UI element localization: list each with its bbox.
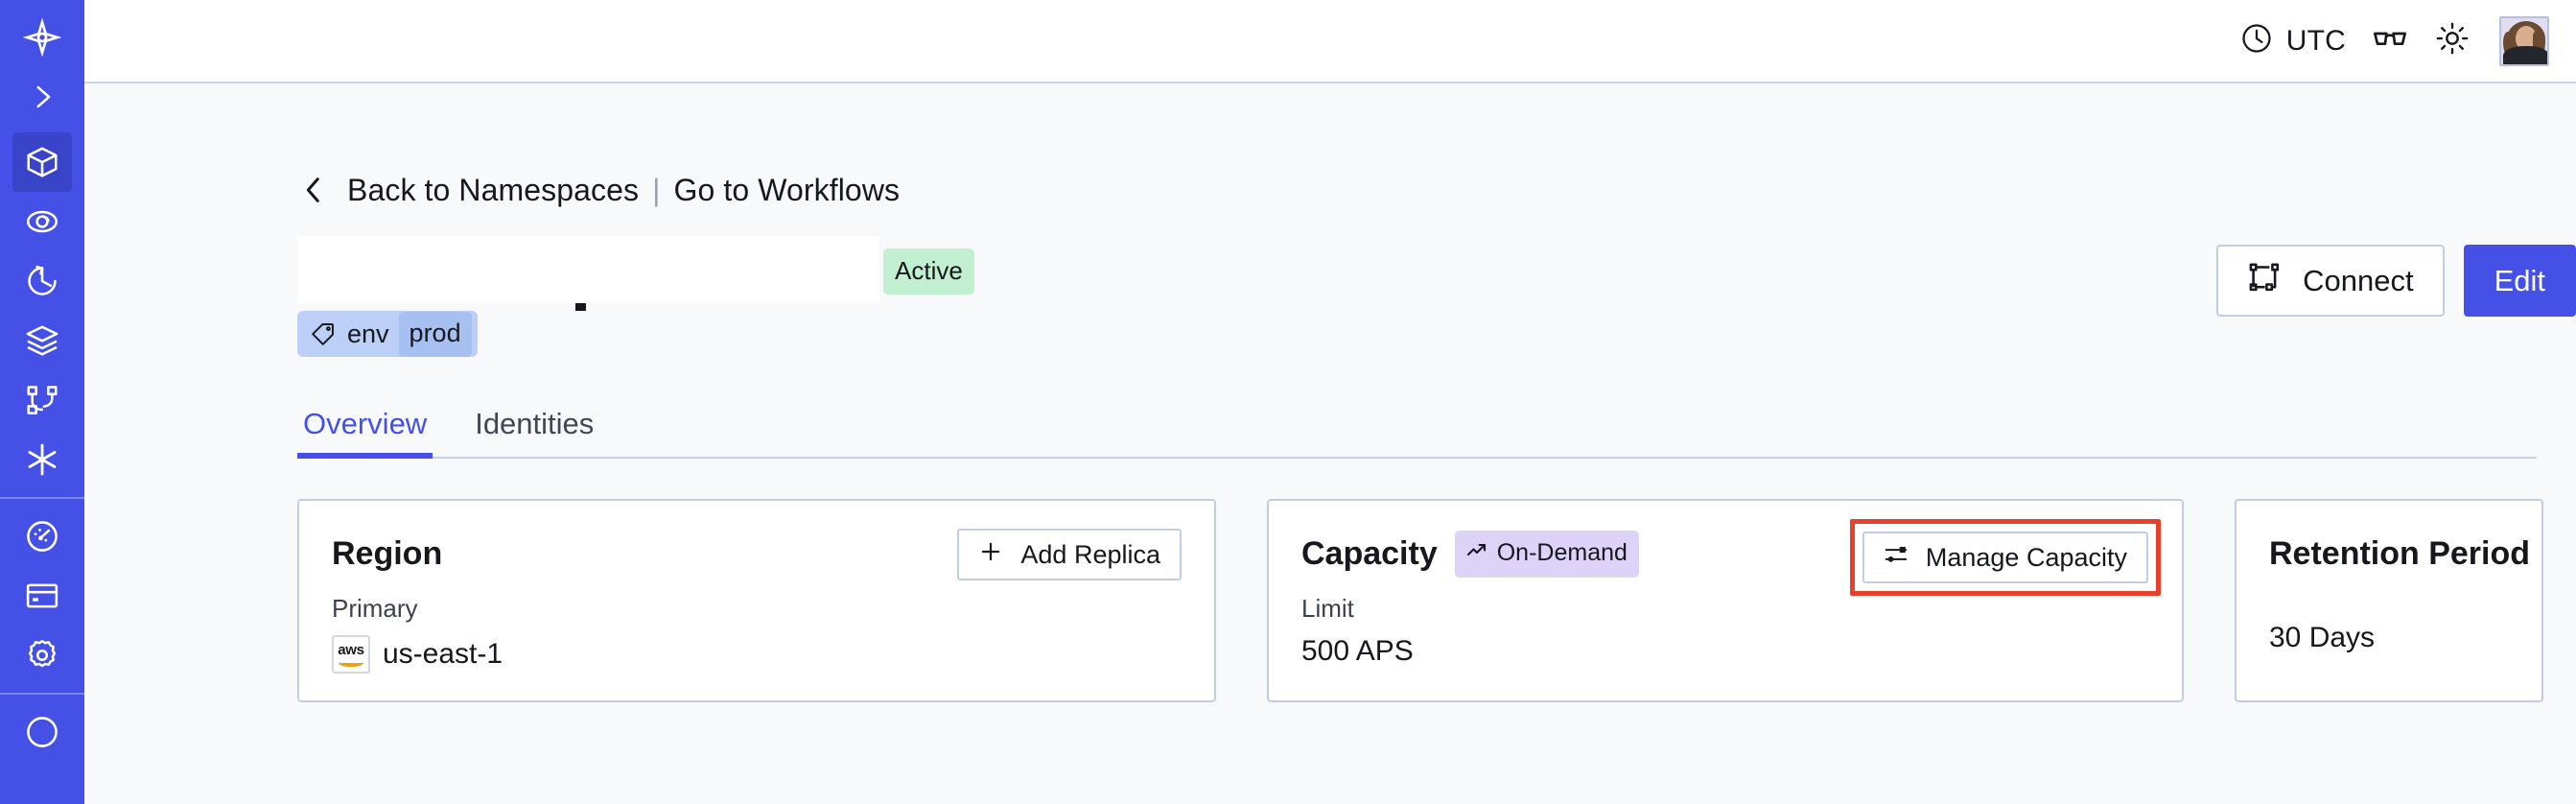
connect-button-label: Connect xyxy=(2303,263,2414,297)
connect-button[interactable]: Connect xyxy=(2216,245,2445,317)
main-area: UTC xyxy=(84,0,2576,804)
cube-icon xyxy=(24,144,60,180)
breadcrumb-back-link[interactable]: Back to Namespaces xyxy=(347,172,640,207)
region-card-header: Region xyxy=(332,530,1182,578)
aws-logo-icon: aws xyxy=(332,635,370,674)
region-card-title: Region xyxy=(332,534,443,572)
sidebar-item-observability[interactable] xyxy=(12,192,72,251)
edit-button-label: Edit xyxy=(2494,263,2545,297)
page-title xyxy=(297,236,879,303)
sidebar-item-stack[interactable] xyxy=(12,311,72,370)
sliders-icon xyxy=(1884,542,1909,574)
sidebar-item-schedules[interactable] xyxy=(12,251,72,311)
credit-card-icon xyxy=(24,578,60,614)
sidebar-item-billing[interactable] xyxy=(12,566,72,626)
capacity-card: Capacity On-Demand xyxy=(1267,499,2184,702)
tab-identities[interactable]: Identities xyxy=(469,407,599,459)
retention-card-header: Retention Period xyxy=(2269,530,2530,578)
sidebar-item-nexus[interactable] xyxy=(12,430,72,489)
sidebar-divider-1 xyxy=(0,497,84,499)
tab-identities-label: Identities xyxy=(475,407,595,440)
capacity-mode-label: On-Demand xyxy=(1496,538,1628,566)
tab-bar-rule xyxy=(297,457,2537,459)
sidebar-item-namespaces[interactable] xyxy=(12,132,72,192)
region-value-row: aws us-east-1 xyxy=(332,635,1182,674)
accessibility-button[interactable] xyxy=(2371,15,2409,67)
sidebar-item-usage[interactable] xyxy=(12,507,72,566)
avatar-body xyxy=(2503,45,2547,64)
eye-icon xyxy=(24,203,60,240)
sidebar-item-expand[interactable] xyxy=(12,67,72,127)
namespace-tags: env prod xyxy=(297,311,2576,357)
capacity-mode-badge: On-Demand xyxy=(1454,530,1639,578)
clock-rewind-icon xyxy=(24,263,60,299)
sidebar-item-logo[interactable] xyxy=(12,8,72,67)
tab-overview[interactable]: Overview xyxy=(297,407,433,459)
tab-overview-label: Overview xyxy=(303,407,428,440)
clock-icon xyxy=(2239,21,2274,60)
capacity-sublabel: Limit xyxy=(1301,594,1354,623)
manage-capacity-highlight: Manage Capacity xyxy=(1849,519,2161,596)
breadcrumb-separator: | xyxy=(652,172,661,207)
timezone-label: UTC xyxy=(2285,24,2346,57)
sun-icon xyxy=(2434,20,2471,61)
retention-card: Retention Period 30 Days xyxy=(2235,499,2543,702)
chevron-left-icon[interactable] xyxy=(297,174,330,206)
redaction-mark xyxy=(575,303,586,311)
region-sublabel: Primary xyxy=(332,594,418,623)
capacity-card-header: Capacity On-Demand xyxy=(1301,530,2149,578)
theme-toggle-button[interactable] xyxy=(2434,15,2471,67)
add-replica-label: Add Replica xyxy=(1020,539,1160,569)
tag-env[interactable]: env prod xyxy=(297,311,478,357)
tag-value: prod xyxy=(398,311,472,357)
chevron-right-icon xyxy=(26,81,59,113)
tag-icon xyxy=(311,321,336,346)
region-value: us-east-1 xyxy=(383,638,503,670)
edit-button[interactable]: Edit xyxy=(2463,245,2576,317)
primary-sidebar xyxy=(0,0,84,804)
region-card-action: Add Replica xyxy=(957,529,1182,580)
sidebar-item-help[interactable] xyxy=(12,702,72,762)
status-badge: Active xyxy=(883,248,974,295)
avatar[interactable] xyxy=(2499,15,2549,66)
page-content: Back to Namespaces | Go to Workflows Act… xyxy=(84,83,2576,804)
retention-value: 30 Days xyxy=(2269,622,2376,653)
asterisk-icon xyxy=(23,440,61,479)
manage-capacity-button[interactable]: Manage Capacity xyxy=(1862,532,2148,583)
region-card: Region Add Replica xyxy=(297,499,1216,702)
add-replica-button[interactable]: Add Replica xyxy=(957,529,1182,580)
sidebar-item-settings[interactable] xyxy=(12,626,72,685)
sidebar-divider-2 xyxy=(0,693,84,695)
sidebar-item-workflows[interactable] xyxy=(12,370,72,430)
aws-logo-text: aws xyxy=(338,641,364,658)
breadcrumb: Back to Namespaces | Go to Workflows xyxy=(297,168,2576,212)
gear-icon xyxy=(24,637,60,674)
namespace-title-row: Active xyxy=(297,236,2576,317)
overview-cards: Region Add Replica xyxy=(297,499,2576,702)
namespace-actions: Connect Edit xyxy=(2216,245,2576,317)
temporal-logo-icon xyxy=(23,18,61,57)
retention-card-title: Retention Period xyxy=(2269,534,2531,572)
glasses-icon xyxy=(2371,19,2409,62)
tag-key: env xyxy=(347,319,389,348)
connect-flow-icon xyxy=(2247,260,2282,302)
help-circle-icon xyxy=(24,714,60,750)
gauge-icon xyxy=(24,518,60,555)
aws-swoosh xyxy=(339,659,363,667)
timezone-selector[interactable]: UTC xyxy=(2239,15,2346,67)
manage-capacity-label: Manage Capacity xyxy=(1925,542,2127,572)
layers-icon xyxy=(24,322,60,359)
capacity-value: 500 APS xyxy=(1301,635,1414,667)
top-bar: UTC xyxy=(84,0,2576,83)
capacity-card-title: Capacity xyxy=(1301,534,1438,572)
tab-bar: Overview Identities xyxy=(297,403,2537,459)
git-branch-icon xyxy=(24,382,60,418)
plus-icon xyxy=(978,539,1003,571)
trend-up-icon xyxy=(1465,539,1488,567)
avatar-face xyxy=(2516,25,2537,51)
breadcrumb-workflows-link[interactable]: Go to Workflows xyxy=(673,172,901,207)
